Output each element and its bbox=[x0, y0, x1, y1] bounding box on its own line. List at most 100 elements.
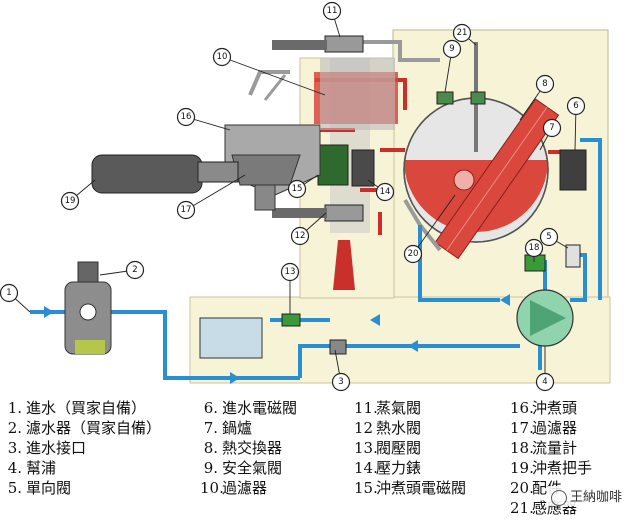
leader-line bbox=[185, 174, 246, 211]
callout-4: 4 bbox=[535, 372, 555, 392]
callout-number: 9 bbox=[449, 44, 454, 54]
pressure-gauge bbox=[351, 149, 375, 187]
legend-number: 21. bbox=[510, 499, 534, 517]
legend-number: 16. bbox=[510, 399, 534, 417]
callout-circle bbox=[375, 182, 395, 202]
callout-circle bbox=[452, 23, 472, 43]
legend-number: 10. bbox=[200, 479, 224, 497]
callout-circle bbox=[0, 283, 19, 303]
legend-number: 11. bbox=[354, 399, 378, 417]
legend-label: 幫浦 bbox=[26, 459, 57, 477]
legend-label: 進水電磁閥 bbox=[222, 399, 298, 417]
callout-number: 16 bbox=[181, 112, 192, 122]
callout-14: 14 bbox=[375, 182, 395, 202]
legend-label: 鍋爐 bbox=[222, 419, 253, 437]
sensor-tip bbox=[453, 169, 475, 191]
hot-water-valve bbox=[324, 204, 364, 222]
water-filter bbox=[64, 261, 112, 355]
legend-number: 15. bbox=[354, 479, 378, 497]
callout-circle bbox=[535, 74, 555, 94]
callout-number: 12 bbox=[295, 231, 306, 241]
safety-valve bbox=[436, 91, 454, 105]
callout-number: 17 bbox=[181, 205, 192, 215]
leader-line bbox=[412, 194, 456, 255]
legend-label: 熱水閥 bbox=[376, 419, 422, 437]
water-tank bbox=[199, 317, 263, 359]
steam-wand bbox=[272, 40, 327, 50]
callout-16: 16 bbox=[176, 107, 196, 127]
legend-label: 流量計 bbox=[532, 439, 578, 457]
brush bbox=[333, 240, 355, 290]
callout-number: 19 bbox=[65, 196, 76, 206]
legend-item: 15.沖煮頭電磁閥 bbox=[354, 478, 466, 498]
legend-label: 壓力錶 bbox=[376, 459, 422, 477]
legend-item: 3.進水接口 bbox=[4, 438, 161, 458]
portafilter-handle bbox=[91, 154, 239, 194]
legend-item: 16.沖煮頭 bbox=[510, 398, 592, 418]
legend-number: 1. bbox=[7, 399, 22, 417]
legend-number: 18. bbox=[510, 439, 534, 457]
callout-number: 5 bbox=[546, 232, 551, 242]
steam-valve bbox=[324, 35, 364, 53]
callout-circle bbox=[290, 226, 310, 246]
callout-6: 6 bbox=[566, 96, 586, 116]
callout-circle bbox=[539, 227, 559, 247]
callout-number: 13 bbox=[285, 267, 296, 277]
legend-number: 6. bbox=[203, 399, 218, 417]
callout-number: 10 bbox=[217, 52, 228, 62]
callout-7: 7 bbox=[542, 118, 562, 138]
legend-item: 18.流量計 bbox=[510, 438, 592, 458]
callout-19: 19 bbox=[60, 191, 80, 211]
callout-1: 1 bbox=[0, 283, 19, 303]
callout-21: 21 bbox=[452, 23, 472, 43]
legend-number: 17. bbox=[510, 419, 534, 437]
legend-number: 2. bbox=[7, 419, 22, 437]
callout-12: 12 bbox=[290, 226, 310, 246]
legend-item: 5.單向閥 bbox=[4, 478, 161, 498]
legend-number: 7. bbox=[203, 419, 218, 437]
callout-20: 20 bbox=[403, 244, 423, 264]
pump bbox=[516, 289, 574, 347]
callout-circle bbox=[176, 200, 196, 220]
legend-number: 9. bbox=[203, 459, 218, 477]
callout-number: 2 bbox=[132, 265, 137, 275]
callout-circle bbox=[322, 1, 342, 21]
legend-label: 進水接口 bbox=[26, 439, 87, 457]
callout-11: 11 bbox=[322, 1, 342, 21]
callout-number: 6 bbox=[573, 101, 578, 111]
pressure-valve bbox=[281, 313, 301, 327]
group-solenoid bbox=[317, 144, 349, 186]
callout-number: 14 bbox=[380, 187, 391, 197]
legend-label: 閥壓閥 bbox=[376, 439, 422, 457]
legend-number: 4. bbox=[7, 459, 22, 477]
legend-item: 17.過濾器 bbox=[510, 418, 592, 438]
legend-item: 4.幫浦 bbox=[4, 458, 161, 478]
legend-number: 20. bbox=[510, 479, 534, 497]
legend-label: 過濾器 bbox=[222, 479, 268, 497]
legend-number: 5. bbox=[7, 479, 22, 497]
grey-housing bbox=[320, 58, 395, 130]
callout-10: 10 bbox=[212, 47, 232, 67]
legend-item: 9.安全氣閥 bbox=[200, 458, 297, 478]
wechat-icon bbox=[550, 489, 567, 506]
legend-label: 蒸氣閥 bbox=[376, 399, 422, 417]
heat-exchanger bbox=[434, 98, 560, 260]
legend-number: 3. bbox=[7, 439, 22, 457]
inlet-solenoid bbox=[559, 149, 587, 191]
legend-label: 單向閥 bbox=[26, 479, 72, 497]
legend-item: 11.蒸氣閥 bbox=[354, 398, 466, 418]
safety-valve-2 bbox=[470, 91, 486, 105]
callout-17: 17 bbox=[176, 200, 196, 220]
callout-circle bbox=[176, 107, 196, 127]
legend-number: 13. bbox=[354, 439, 378, 457]
legend-number: 8. bbox=[203, 439, 218, 457]
callout-5: 5 bbox=[539, 227, 559, 247]
